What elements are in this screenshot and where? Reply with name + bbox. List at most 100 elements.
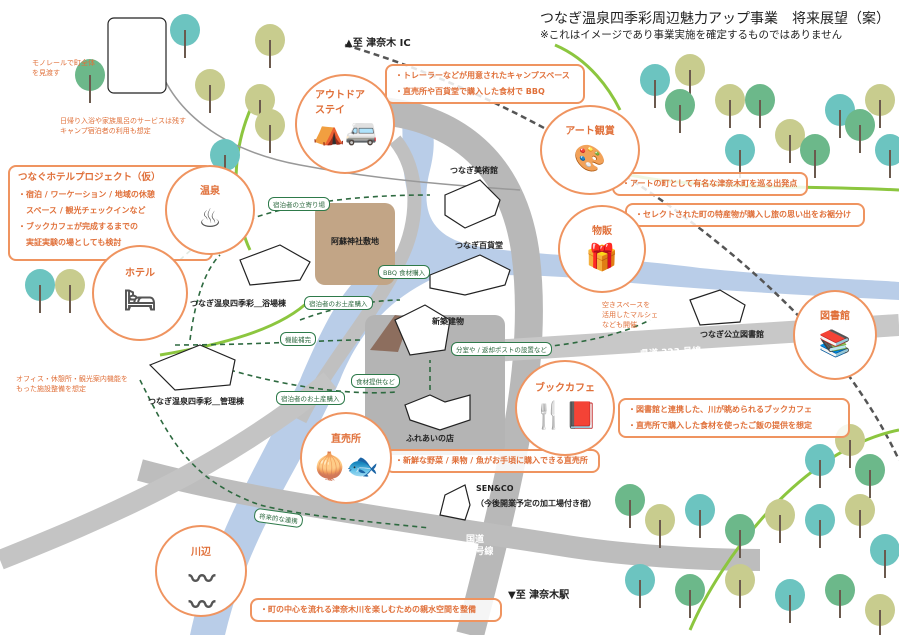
outdoor-label-2: ステイ <box>315 104 345 116</box>
library-circle: 図書館 📚 <box>793 290 877 380</box>
tag-food-supply: 食材提供など <box>351 374 400 388</box>
trees <box>25 14 899 635</box>
label-shrine: 阿蘇神社敷地 <box>331 237 379 246</box>
onion-fish-icon: 🧅🐟 <box>313 451 379 482</box>
tree <box>640 64 670 108</box>
tag-bbq: BBQ 食材購入 <box>378 265 431 279</box>
tree <box>255 109 285 153</box>
tree <box>170 14 200 58</box>
road-main <box>359 96 543 635</box>
riverside-callout: ・町の中心を流れる津奈木川を楽しむための親水空間を整備 <box>250 598 502 622</box>
tag-stopover: 宿泊者の立寄り場 <box>268 197 330 211</box>
callout-line: ・直売所で購入した食材を使ったご飯の提供を想定 <box>628 421 812 430</box>
tree <box>55 269 85 313</box>
page-subtitle: ※これはイメージであり事業実施を確定するものではありません <box>540 29 843 41</box>
tree <box>800 134 830 178</box>
callout-line: ・宿泊 / ワーケーション / 地域の休憩 <box>18 190 155 199</box>
note-line: 活用したマルシェ <box>602 311 658 319</box>
label-fureai: ふれあいの店 <box>406 434 454 443</box>
note-line: 日帰り入浴や家族風呂のサービスは残す <box>60 117 186 125</box>
tree <box>665 89 695 133</box>
note-line: なども開催 <box>602 321 637 329</box>
tree <box>845 109 875 153</box>
tree <box>865 84 895 128</box>
tent-camper-icon: ⛺🚐 <box>312 117 378 148</box>
direct-sales-label: 直売所 <box>331 433 361 445</box>
callout-line: ・トレーラーなどが用意されたキャンプスペース <box>395 71 570 80</box>
bed-icon: 🛏 <box>123 286 157 317</box>
bookcafe-callout: ・図書館と連携した、川が眺められるブックカフェ・直売所で購入した食材を使ったご飯… <box>618 398 850 438</box>
road-left <box>0 372 337 570</box>
label-bath-building: つなぎ温泉四季彩＿浴場棟 <box>190 299 286 308</box>
palette-icon: 🎨 <box>573 143 607 174</box>
road-label-national-1: 国道 <box>466 535 485 545</box>
tree <box>625 564 655 608</box>
tree <box>775 119 805 163</box>
tree <box>875 134 899 178</box>
onsen-label: 温泉 <box>200 186 220 198</box>
tree <box>725 514 755 558</box>
outdoor-callout: ・トレーラーなどが用意されたキャンプスペース・直売所や百貨堂で購入した食材で B… <box>385 64 585 104</box>
onsen-circle: 温泉 ♨ <box>165 165 255 255</box>
callout-line: スペース / 観光チェックインなど <box>18 206 146 215</box>
art-circle: アート観賞 🎨 <box>540 105 640 195</box>
label-department-store: つなぎ百貨堂 <box>455 241 503 250</box>
tree <box>870 534 899 578</box>
road-inner <box>293 135 422 424</box>
note-bath: 日帰り入浴や家族風呂のサービスは残すキャンプ宿泊者の利用も想定 <box>60 116 186 136</box>
tree <box>685 494 715 538</box>
art-label: アート観賞 <box>565 126 615 138</box>
callout-line: ・ブックカフェが完成するまでの <box>18 222 138 231</box>
hotel-project-title: つなぐホテルプロジェクト（仮） <box>18 172 161 183</box>
books-icon: 📚 <box>818 328 852 359</box>
tree <box>255 24 285 68</box>
tag-souvenir-1: 宿泊者のお土産購入 <box>304 296 373 310</box>
tree <box>805 504 835 548</box>
fork-knife-book-icon: 🍴📕 <box>532 401 598 432</box>
riverside-label: 川辺 <box>191 546 211 558</box>
road-national <box>137 459 761 571</box>
goods-callout: ・セレクトされた町の特産物が購入し旅の思い出をお裾分け <box>625 203 865 227</box>
tree <box>75 59 105 103</box>
tree <box>775 579 805 623</box>
label-senco: SEN&CO <box>476 484 514 493</box>
bookcafe-circle: ブックカフェ 🍴📕 <box>515 360 615 456</box>
label-new-building: 新築建物 <box>432 317 464 326</box>
tree <box>745 84 775 128</box>
note-line: キャンプ宿泊者の利用も想定 <box>60 127 151 135</box>
shrine-area <box>315 203 395 285</box>
label-art-museum: つなぎ美術館 <box>450 166 498 175</box>
gift-icon: 🎁 <box>585 242 619 273</box>
tree <box>765 499 795 543</box>
monorail-line <box>154 54 521 191</box>
label-senco-desc: （今後開業予定の加工場付き宿） <box>476 499 596 508</box>
note-line: もった施設整備を想定 <box>16 385 86 393</box>
hotel-circle: ホテル 🛏 <box>92 245 188 341</box>
note-line: オフィス・休憩所・観光案内機能を <box>16 375 128 383</box>
tag-souvenir-2: 宿泊者のお土産購入 <box>276 391 345 405</box>
tree <box>615 484 645 528</box>
note-office: オフィス・休憩所・観光案内機能をもった施設整備を想定 <box>16 374 128 394</box>
tree <box>645 504 675 548</box>
callout-line: 実証実験の場としても検討 <box>18 238 122 247</box>
note-line: モノレールで町全体 <box>32 59 95 67</box>
tree <box>865 594 895 635</box>
tree <box>725 564 755 608</box>
note-line: 空きスペースを <box>602 301 651 309</box>
tree <box>845 494 875 538</box>
riverside-circle: 川辺 〰〰 <box>155 525 247 619</box>
direct-sales-circle: 直売所 🧅🐟 <box>300 412 392 504</box>
direction-north: ▲至 津奈木 IC <box>345 38 411 49</box>
tree <box>675 574 705 618</box>
page-title: つなぎ温泉四季彩周辺魅力アップ事業 将来展望（案） <box>540 11 890 27</box>
note-monorail: モノレールで町全体を見渡す <box>32 58 95 78</box>
callout-line: ・直売所や百貨堂で購入した食材で BBQ <box>395 87 545 96</box>
outdoor-circle: アウトドアステイ ⛺🚐 <box>295 74 395 174</box>
tree <box>195 69 225 113</box>
label-library: つなぎ公立図書館 <box>700 330 764 339</box>
goods-label: 物販 <box>592 226 612 238</box>
callout-line: ・図書館と連携した、川が眺められるブックカフェ <box>628 405 812 414</box>
outdoor-label-1: アウトドア <box>315 89 365 101</box>
note-line: を見渡す <box>32 69 60 77</box>
